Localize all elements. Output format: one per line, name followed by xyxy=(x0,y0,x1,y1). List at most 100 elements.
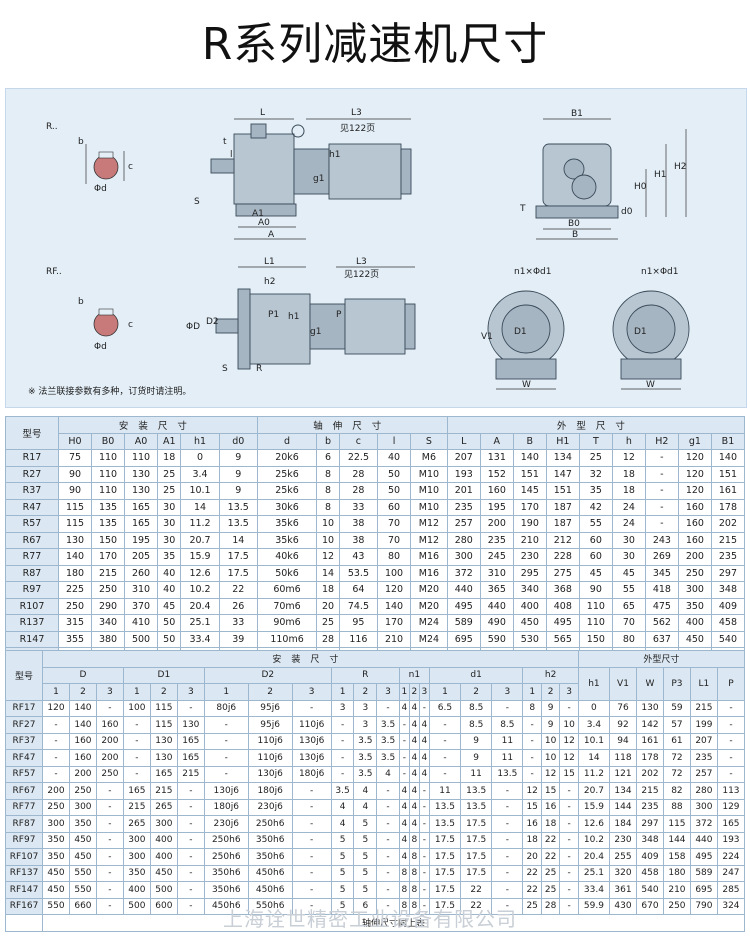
table-cell: 120 xyxy=(677,482,712,500)
table-cell: 95j6 xyxy=(247,716,293,734)
table-cell: M12 xyxy=(410,515,448,533)
table-cell: - xyxy=(491,881,524,899)
table-cell: 300 xyxy=(689,798,718,816)
table-cell: 5 xyxy=(353,815,378,833)
table-cell: 215 xyxy=(122,798,151,816)
table-cell: 250 xyxy=(677,564,712,582)
table-cell: 120 xyxy=(42,699,70,717)
shaft-key-detail-rf: b c Φd xyxy=(78,297,133,352)
table-cell: 212 xyxy=(545,531,580,549)
table-cell: 115 xyxy=(662,815,691,833)
table-cell: - xyxy=(122,765,151,783)
table-cell: 145 xyxy=(512,482,547,500)
table-cell: 8.5 xyxy=(460,716,493,734)
table-cell: 18 xyxy=(522,831,542,849)
table-cell: 135 xyxy=(91,498,126,516)
table-cell: 17.5 xyxy=(460,831,493,849)
table-cell: - xyxy=(291,864,332,882)
svg-text:T: T xyxy=(519,204,526,214)
table-cell: 160 xyxy=(479,482,514,500)
table-cell: 187 xyxy=(545,515,580,533)
table-cell: 30 xyxy=(157,531,182,549)
table-cell: 210 xyxy=(512,531,547,549)
table-cell: 8 xyxy=(398,881,410,899)
table-cell: 152 xyxy=(479,465,514,483)
table-cell: - xyxy=(330,749,355,767)
table-cell: 409 xyxy=(635,848,664,866)
table-cell: 269 xyxy=(644,548,679,566)
model-cell: R87 xyxy=(5,564,59,582)
svg-text:Φd: Φd xyxy=(94,342,107,352)
sub-column-header: 1 xyxy=(122,683,151,701)
table-cell: 5 xyxy=(353,848,378,866)
table-cell: 8 xyxy=(316,498,340,516)
table-cell: 35k6 xyxy=(256,531,318,549)
table-cell: 72 xyxy=(662,749,691,767)
table-cell: 13.5 xyxy=(428,798,462,816)
table-cell: 60 xyxy=(578,548,613,566)
column-header: A xyxy=(479,432,514,450)
shaft-key-detail-r: b c Φd xyxy=(78,137,133,194)
table-cell: - xyxy=(376,848,400,866)
table-cell: 57 xyxy=(662,716,691,734)
install-dims-header-rf: 安装尺寸 xyxy=(42,650,579,668)
table-cell: 450 xyxy=(677,630,712,648)
table-cell: 75 xyxy=(57,449,93,467)
table-cell: M16 xyxy=(410,564,448,582)
table-cell: 33 xyxy=(338,498,379,516)
table-cell: 120 xyxy=(677,449,712,467)
table-cell: 370 xyxy=(124,597,159,615)
table-cell: - xyxy=(418,848,430,866)
table-cell: 200 xyxy=(95,749,124,767)
table-cell: 12 xyxy=(559,749,579,767)
table-cell: 110 xyxy=(91,482,126,500)
table-cell: M20 xyxy=(410,597,448,615)
table-cell: 300 xyxy=(68,798,97,816)
table-cell: 130j6 xyxy=(247,765,293,783)
table-cell: 250 xyxy=(57,597,93,615)
table-cell: 285 xyxy=(716,881,746,899)
table-cell: 215 xyxy=(91,564,126,582)
table-cell: 4 xyxy=(408,716,420,734)
table-cell: 3.5 xyxy=(376,732,400,750)
table-cell: 408 xyxy=(545,597,580,615)
table-cell: 500 xyxy=(149,881,178,899)
table-cell: 35k6 xyxy=(256,515,318,533)
table-cell: 4 xyxy=(408,782,420,800)
table-cell: 9 xyxy=(460,732,493,750)
table-cell: 61 xyxy=(662,732,691,750)
table-cell: 9 xyxy=(540,716,561,734)
table-cell: 17.5 xyxy=(460,864,493,882)
table-cell: 131 xyxy=(479,449,514,467)
table-cell: M10 xyxy=(410,465,448,483)
table-cell: 8 xyxy=(316,465,340,483)
table-cell: 440 xyxy=(479,597,514,615)
model-header-rf: 型号 xyxy=(5,650,43,701)
table-cell: 562 xyxy=(644,614,679,632)
table-cell: 110 xyxy=(578,614,613,632)
table-cell: - xyxy=(491,848,524,866)
table-cell: 372 xyxy=(689,815,718,833)
column-header: d0 xyxy=(218,432,258,450)
table-cell: M10 xyxy=(410,498,448,516)
table-cell: 165 xyxy=(124,515,159,533)
table-cell: 45 xyxy=(578,564,613,582)
svg-text:S: S xyxy=(222,364,228,374)
model-cell: RF27 xyxy=(5,716,43,734)
table-cell: 450h6 xyxy=(247,881,293,899)
table-cell: 589 xyxy=(446,614,481,632)
table-cell: 418 xyxy=(644,581,679,599)
table-cell: - xyxy=(559,831,579,849)
table-cell: 55 xyxy=(578,515,613,533)
svg-text:B0: B0 xyxy=(568,219,580,229)
outer-dims-header-rf: 外型尺寸 xyxy=(577,650,746,668)
table-cell: - xyxy=(330,732,355,750)
table-cell: 550 xyxy=(42,897,70,915)
table-cell: - xyxy=(716,732,746,750)
table-cell: 140 xyxy=(68,699,97,717)
